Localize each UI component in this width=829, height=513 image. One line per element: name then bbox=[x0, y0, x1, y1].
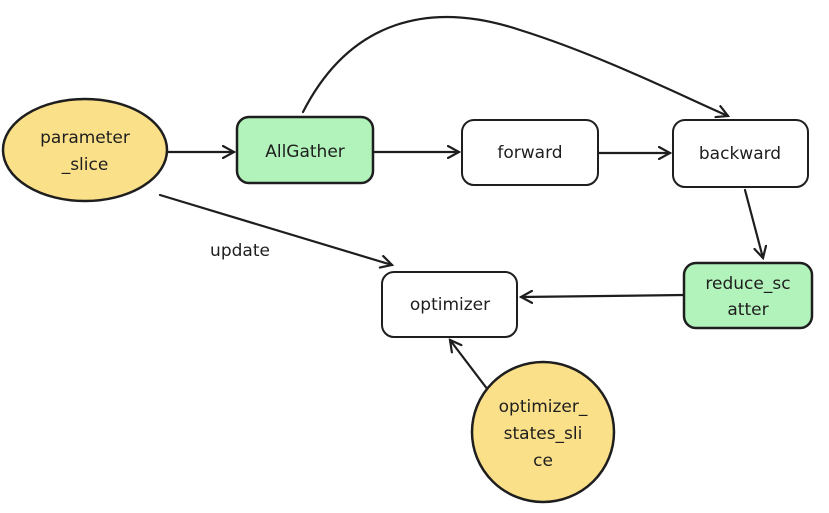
arrow-reduce-scatter-to-optimizer bbox=[521, 295, 686, 297]
node-optimizer: optimizer bbox=[381, 271, 518, 338]
arrow-states-to-optimizer bbox=[450, 340, 490, 392]
node-label: AllGather bbox=[265, 142, 345, 162]
node-label: forward bbox=[497, 143, 562, 163]
node-label: reduce_sc bbox=[705, 274, 790, 294]
node-backward: backward bbox=[672, 119, 809, 188]
node-label: optimizer bbox=[410, 295, 490, 315]
node-forward: forward bbox=[461, 119, 599, 186]
node-label: states_sli bbox=[504, 424, 583, 444]
node-label: backward bbox=[699, 144, 781, 164]
arrow-backward-to-reduce-scatter bbox=[743, 188, 763, 258]
edge-label-update: update bbox=[210, 241, 270, 261]
node-optimizer-states-slice: optimizer_ states_sli ce bbox=[470, 360, 616, 504]
node-label: atter bbox=[727, 300, 768, 320]
arrow-allgather-to-backward bbox=[301, 15, 728, 116]
arrow-param-to-optimizer bbox=[158, 193, 392, 265]
node-allgather: AllGather bbox=[235, 115, 375, 185]
node-label: parameter bbox=[40, 128, 130, 148]
node-label: optimizer_ bbox=[499, 397, 588, 417]
node-label: ce bbox=[533, 451, 553, 471]
node-parameter-slice: parameter _slice bbox=[1, 97, 169, 203]
node-reduce-scatter: reduce_sc atter bbox=[682, 261, 814, 330]
node-label: _slice bbox=[61, 155, 109, 175]
